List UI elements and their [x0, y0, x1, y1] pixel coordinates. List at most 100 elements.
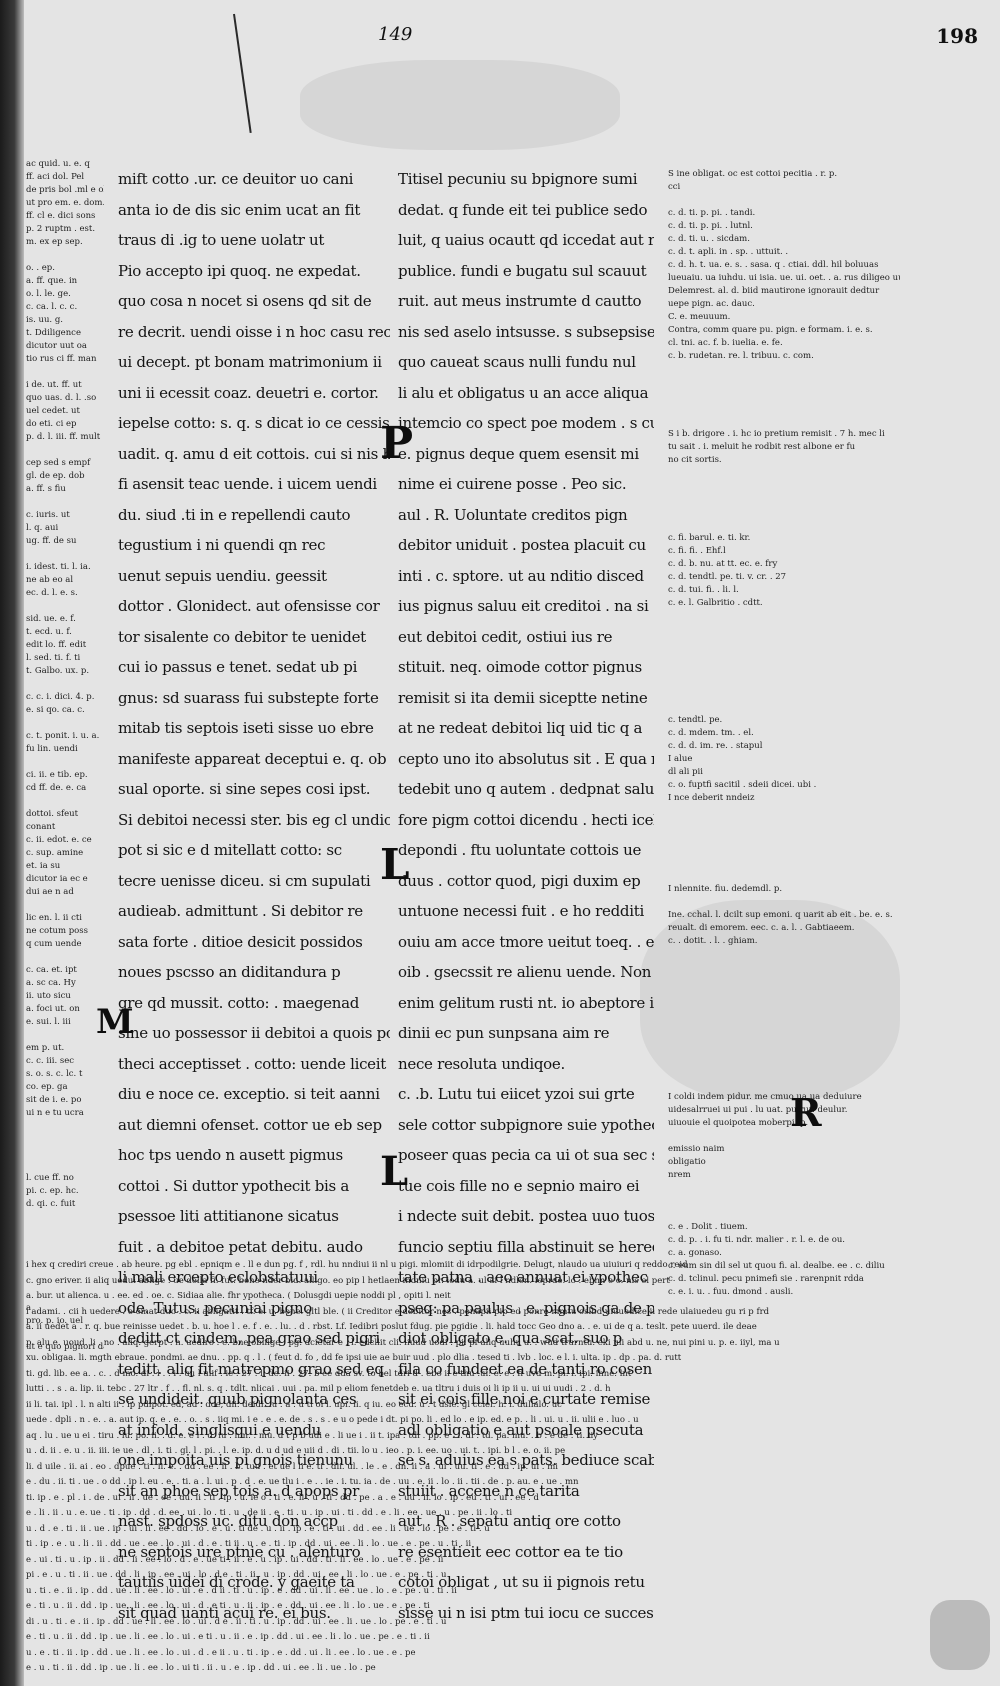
- text-line: a: [26, 1303, 32, 1313]
- text-line: I nlennite. fiu. dedemdl. p.: [668, 884, 783, 894]
- text-line: s. o. s. c. lc. t: [26, 1069, 83, 1079]
- text-line: nast. spdoss uc. ditu don accp: [118, 1512, 338, 1530]
- text-line: [668, 1013, 900, 1026]
- text-line: re decrit. uendi oisse i n hoc casu rect…: [118, 322, 390, 341]
- text-line: c. d. tclinul. pecu pnimefi sie . rarenp…: [668, 1274, 864, 1284]
- text-line: o. . ep.: [26, 263, 55, 273]
- text-line: luit, q uaius ocautt qd iccedat aut re: [398, 231, 654, 249]
- text-line: [26, 1224, 104, 1237]
- text-line: c. d. mdem. tm. . el.: [668, 728, 754, 738]
- text-line: pro. p. io. uel: [26, 1316, 84, 1326]
- text-line: [668, 1130, 900, 1143]
- text-line: ii li. tai. ipl . l. n alti ii . ip pdip…: [26, 1399, 562, 1410]
- text-line: cotoi obligat , ut su ii pignois retu: [398, 1573, 645, 1591]
- text-line: [668, 636, 900, 649]
- right-margin-gloss: S ine obligat. oc est cottoi pecitia . r…: [668, 168, 900, 1299]
- text-line: gre qd mussit. cotto: . maegenad: [118, 993, 360, 1012]
- text-line: [668, 1039, 900, 1052]
- text-line: dl ali pii: [668, 767, 703, 777]
- text-line: pseq: pa paulus . e. pignois ga de p: [398, 1298, 654, 1317]
- text-line: stuiit . accene n ce tarita: [398, 1481, 580, 1500]
- text-line: [668, 805, 900, 818]
- text-line: at infold. singlisqui e uendu: [118, 1420, 321, 1439]
- text-line: [26, 548, 104, 561]
- text-line: [668, 623, 900, 636]
- text-line: tegustium i ni quendi qn rec: [118, 536, 326, 554]
- text-line: ne cotum poss: [26, 926, 89, 936]
- text-line: c. d. t. apli. in . sp. . uttuit. .: [668, 247, 789, 257]
- text-line: e. si qo. ca. c.: [26, 705, 85, 715]
- text-line: li. d uile . ii. ai . eo . dpue . ti . i…: [26, 1461, 558, 1472]
- text-line: tio rus ci ff. man: [26, 354, 97, 364]
- text-line: li mali ercepto eclobstatuui: [118, 1268, 318, 1286]
- text-line: sit de i. e. po: [26, 1095, 82, 1105]
- text-line: u . d. ii . e. u . ii. iii. ie ue . dl .…: [26, 1446, 566, 1456]
- text-line: [668, 610, 900, 623]
- text-line: do eti. ci ep: [26, 419, 77, 429]
- dark-corner-damage: [930, 1600, 990, 1670]
- text-line: I coldi indem pidur. me cmuo ua ua dedui…: [668, 1092, 862, 1102]
- text-line: [668, 1052, 900, 1065]
- text-line: Titisel pecuniu su bpignore sumi: [398, 170, 638, 188]
- text-line: [668, 1026, 900, 1039]
- text-line: c. o. fuptfi sacitil . sdeii dicei. ubi …: [668, 780, 817, 790]
- text-line: ti . ip . e . u . li . ii . dd . ue . ee…: [26, 1539, 472, 1549]
- text-line: [26, 795, 104, 808]
- text-line: c. e . Dolit . tiuem.: [668, 1222, 748, 1232]
- folio-number-right: 198: [936, 24, 978, 48]
- text-line: sele cottor subpignore suie ypotheca: [398, 1115, 654, 1134]
- text-line: et. ia su: [26, 861, 61, 871]
- text-line: [26, 1237, 104, 1250]
- text-line: c. .b. Lutu tui eiicet yzoi sui grte: [398, 1085, 635, 1103]
- text-line: S ine obligat. oc est cottoi pecitia . r…: [668, 169, 838, 179]
- text-line: sual oporte. si sine sepes cosi ipst.: [118, 780, 371, 798]
- text-line: lutti . . s . a. lip. ii. tebc . 27 ltr …: [26, 1384, 611, 1394]
- text-line: [26, 1159, 104, 1172]
- text-line: [26, 249, 104, 262]
- binding-gutter: [0, 0, 24, 1686]
- text-line: cci: [668, 182, 681, 192]
- text-line: e. pignus deque quem esensit mi: [398, 444, 639, 463]
- text-line: tate patna . aeo annuat ei ypothec: [398, 1268, 648, 1286]
- text-line: remisit si ita demii siceptte netine: [398, 688, 648, 707]
- text-line: cottoi . Si duttor ypothecit bis a: [118, 1176, 350, 1195]
- text-line: stituit. neq. oimode cottor pignus: [398, 658, 642, 676]
- text-line: uadit. q. amu d eit cottois. cui si nis …: [118, 444, 390, 463]
- text-line: tautiis uidei di crode. y gaeite ta: [118, 1573, 355, 1591]
- text-line: enim gelitum rusti nt. io abeptore i: [398, 993, 654, 1012]
- text-line: nime ei cuirene posse . Peo sic.: [398, 475, 627, 493]
- text-line: [26, 600, 104, 613]
- text-line: c. iuris. ut: [26, 510, 70, 520]
- text-line: aut . R . sepatu antiq ore cotto: [398, 1512, 621, 1530]
- text-line: dicutor uut oa: [26, 341, 87, 351]
- text-line: a. ff. que. in: [26, 276, 78, 286]
- text-line: depondi . ftu uoluntate cottois ue: [398, 841, 642, 859]
- text-line: c. gno eriver. ii aliq uedui ablige . ue…: [26, 1275, 670, 1286]
- text-line: [668, 493, 900, 506]
- text-line: [668, 974, 900, 987]
- text-line: fu lin. uendi: [26, 744, 78, 754]
- text-line: i de. ut. ff. ut: [26, 380, 82, 390]
- text-line: a. sc ca. Hy: [26, 978, 76, 988]
- text-line: [668, 402, 900, 415]
- text-line: a. ii uedet a . r. q. bue reinisse uedet…: [26, 1322, 757, 1332]
- text-line: gnus: sd suarass fui substepte forte: [118, 688, 379, 707]
- text-line: t. Galbo. ux. p.: [26, 666, 90, 676]
- text-line: xu. obligaa. li. mgth ebraue. pondmi. ae…: [26, 1353, 682, 1363]
- text-line: dottor . Glonidect. aut ofensisse cor: [118, 597, 380, 615]
- text-line: I nce deberit nndeiz: [668, 793, 755, 803]
- text-line: [668, 389, 900, 402]
- text-line: c. e. l. Galbritio . cdtt.: [668, 598, 763, 608]
- text-line: uenut sepuis uendiu. geessit: [118, 566, 327, 585]
- text-line: [668, 415, 900, 428]
- text-line: p. alu e. uoud. li . no . aliq. gerpt . …: [26, 1337, 780, 1348]
- text-line: e . li . ii . u . e. ue . ti . ip . dd .…: [26, 1508, 513, 1518]
- text-line: sata forte . ditioe desicit possidos: [118, 932, 363, 951]
- text-line: Ine. cchal. l. dcilt sup emoni. q uarit …: [668, 910, 893, 920]
- text-line: tedebit uno q autem . dedpnat saluu: [398, 780, 654, 798]
- text-line: [26, 717, 104, 730]
- text-line: e . ti . u . ii . dd . ip . ue . li . ee…: [26, 1632, 430, 1642]
